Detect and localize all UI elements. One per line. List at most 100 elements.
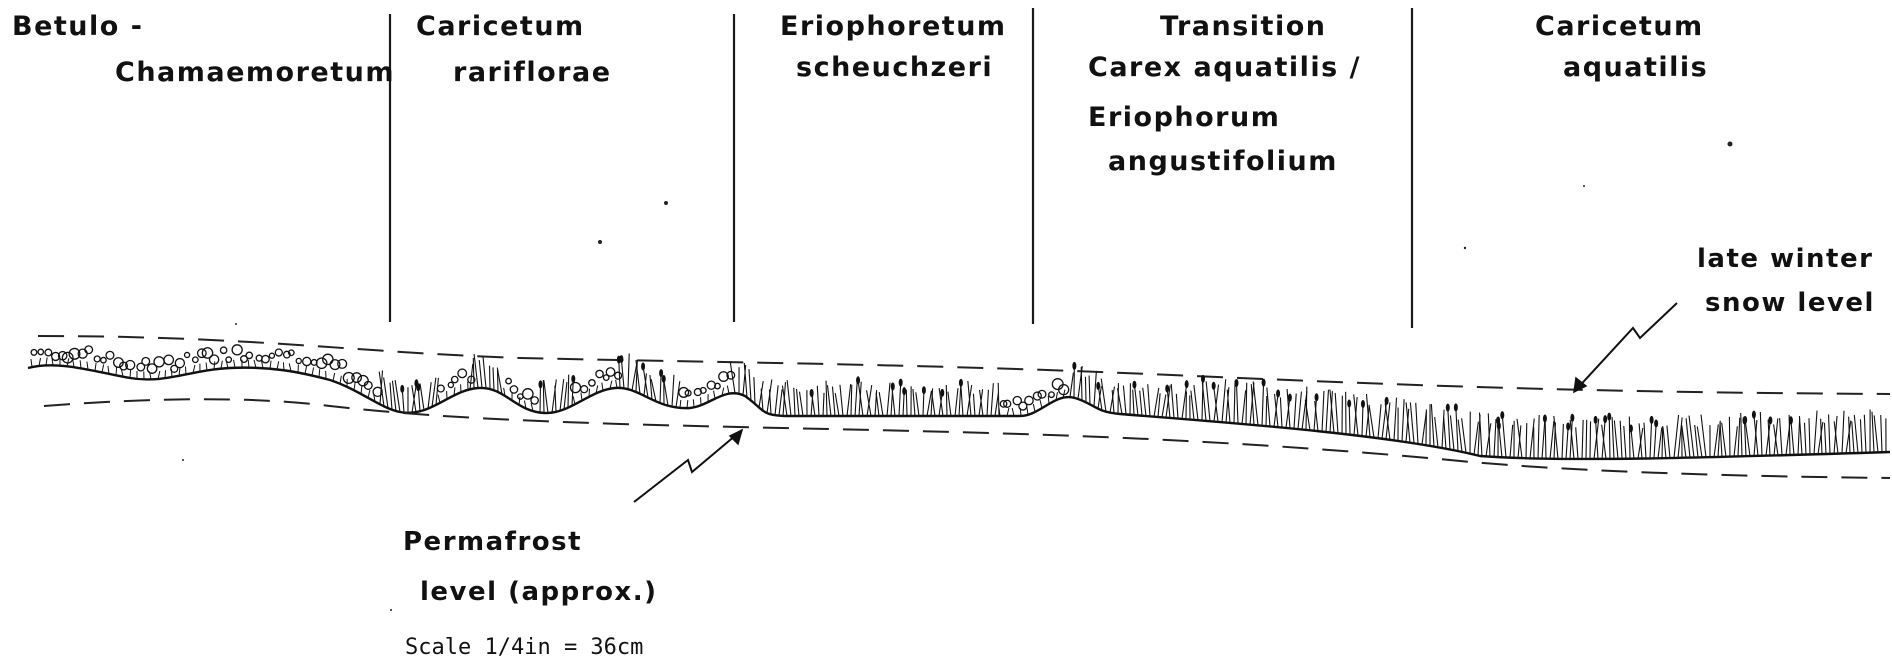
grass-blade <box>1590 421 1591 459</box>
grass-blade <box>1854 415 1858 453</box>
zone-label-eriophoretum-line1: Eriophoretum <box>780 11 1007 42</box>
grass-blade <box>769 389 771 414</box>
grass-blade <box>474 354 478 388</box>
grass-blade <box>1729 417 1730 457</box>
grass-blade <box>1435 417 1438 447</box>
seed-head <box>940 389 944 397</box>
snow-level-arrow <box>1574 303 1677 392</box>
shrub-puff <box>296 358 301 363</box>
grass-blade <box>1094 371 1096 406</box>
grass-blade <box>1538 415 1539 459</box>
grass-blade <box>887 383 890 416</box>
grass-blade <box>1431 404 1434 447</box>
grass-blade <box>1620 421 1622 459</box>
grass-blade <box>1701 415 1706 458</box>
permafrost-label-line1: Permafrost <box>403 527 582 557</box>
grass-blade <box>1881 415 1882 452</box>
seed-head <box>571 375 575 383</box>
grass-blade <box>1566 426 1568 458</box>
seed-head <box>902 387 906 395</box>
shrub-stem <box>171 369 172 377</box>
seed-head <box>1566 422 1570 430</box>
grass-blade <box>1658 427 1662 458</box>
shrub-stem <box>319 369 320 377</box>
seed-head <box>1072 362 1076 370</box>
grass-blade <box>1070 373 1073 398</box>
shrub-puff <box>45 349 52 356</box>
seed-head <box>1446 404 1450 412</box>
shrub-stem <box>1027 407 1028 415</box>
grass-blade <box>826 381 827 416</box>
grass-blade <box>568 375 569 408</box>
zone-labels: Betulo - Chamaemoretum Caricetum rariflo… <box>12 11 1708 177</box>
seed-head <box>1347 400 1351 408</box>
grass-blade <box>1236 383 1238 424</box>
shrub-puff <box>1052 379 1063 390</box>
grass-blade <box>1667 426 1670 458</box>
grass-blade <box>998 383 999 416</box>
shrub-stem <box>1040 400 1042 408</box>
shrub-stem <box>305 366 307 374</box>
zone-label-caricetum-rariflorae-line1: Caricetum <box>416 11 585 42</box>
grass-blade <box>1362 404 1363 436</box>
grass-blade <box>1686 418 1690 457</box>
grass-blade <box>906 390 907 416</box>
seed-head <box>619 355 623 363</box>
grass-blade <box>1629 417 1630 459</box>
snow-level-label-line2: snow level <box>1705 288 1875 318</box>
grass-blade <box>1860 419 1862 453</box>
grass-blade <box>1864 415 1866 453</box>
shrub-puff <box>142 358 150 366</box>
grass-blade <box>493 367 494 390</box>
grass-blade <box>987 390 988 416</box>
shrub-puff <box>209 355 218 364</box>
shrub-stem <box>581 393 582 401</box>
seed-head <box>1212 382 1216 390</box>
shrub-puff <box>506 378 512 384</box>
shrub-puff <box>1025 396 1033 404</box>
grass-blade <box>1650 420 1652 458</box>
seed-head <box>1570 414 1574 422</box>
grass-blade <box>1246 383 1247 424</box>
grass-blade <box>650 375 652 400</box>
zone-label-transition-line3: Eriophorum <box>1088 102 1280 133</box>
grass-blade <box>1809 418 1810 454</box>
grass-blade <box>1799 416 1802 455</box>
grass-blade <box>628 354 629 390</box>
grass-blade <box>1760 412 1762 456</box>
grass-blade <box>1267 388 1270 427</box>
shrub-puff <box>452 376 458 382</box>
grass-blade <box>1542 419 1545 459</box>
grass-blade <box>955 388 958 416</box>
grass-blade <box>867 385 872 416</box>
grass-blade <box>761 389 763 411</box>
grass-blade <box>1410 402 1414 443</box>
grass-blade <box>1674 415 1679 458</box>
shrub-puff <box>175 359 184 368</box>
shrub-puff <box>589 380 595 386</box>
grass-blade <box>913 389 915 416</box>
grass-blade <box>1140 391 1142 416</box>
seed-head <box>1315 393 1319 401</box>
permafrost-label: Permafrost level (approx.) <box>403 527 657 607</box>
shrub-stem <box>333 373 335 381</box>
seed-head <box>1497 422 1501 430</box>
shrub-stem <box>31 359 32 367</box>
grass-blade <box>1294 394 1296 429</box>
grass-blade <box>1663 427 1666 458</box>
seed-head <box>1789 416 1793 424</box>
shrub-puff <box>94 356 100 362</box>
grass-blade <box>1322 391 1324 432</box>
grass-blade <box>1734 426 1737 456</box>
grass-blade <box>797 389 799 416</box>
grass-blade <box>835 393 839 416</box>
seed-head <box>1768 416 1772 424</box>
grass-blade <box>1081 367 1082 401</box>
grass-blade <box>1162 394 1166 417</box>
grass-blade <box>847 384 851 416</box>
shrub-puff <box>275 349 282 356</box>
zone-label-caricetum-aquatilis-line2: aquatilis <box>1563 52 1708 83</box>
shrub-puff <box>246 352 252 358</box>
seed-head <box>1185 380 1189 388</box>
grass-blade <box>390 383 392 410</box>
